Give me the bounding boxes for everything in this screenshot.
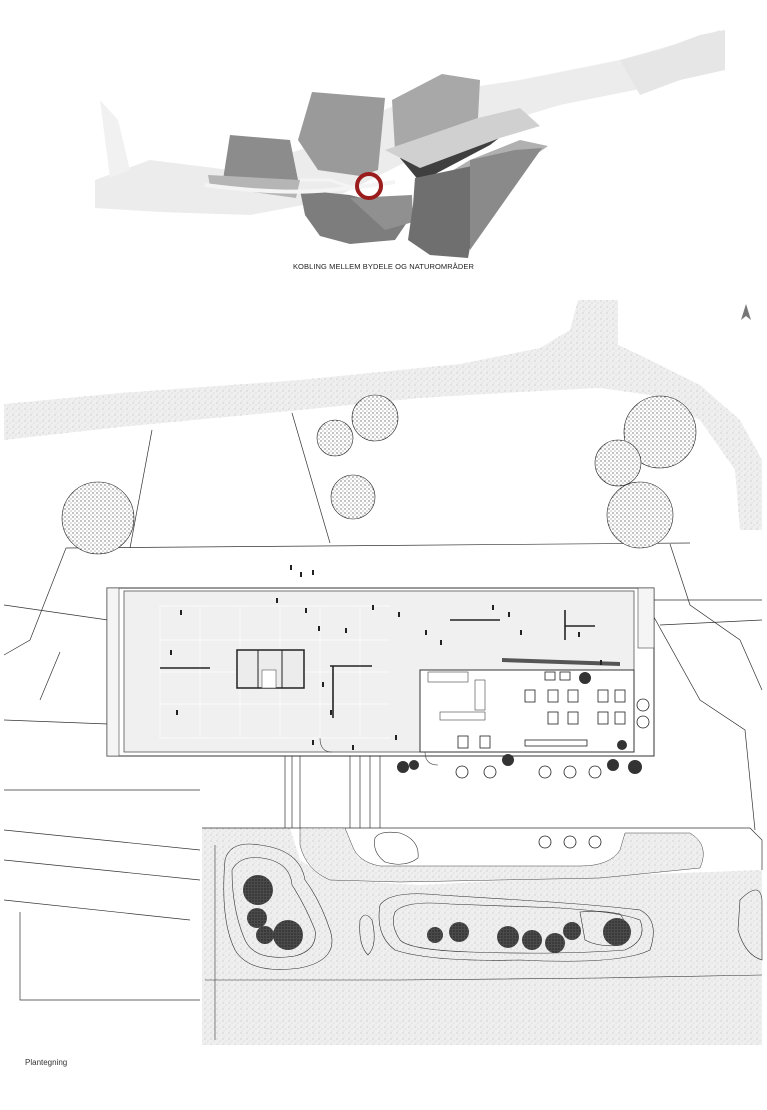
park-zone: [202, 828, 762, 1045]
outdoor-seating: [455, 698, 650, 849]
people-figures: [170, 565, 602, 750]
tree-icon: [330, 474, 376, 520]
field-boundaries: [3, 412, 763, 1001]
tree-icon: [497, 926, 519, 948]
plan-caption: Plantegning: [25, 1058, 68, 1067]
diagram-caption: KOBLING MELLEM BYDELE OG NATUROMRÅDER: [292, 262, 475, 271]
district-ridge-edge: [385, 108, 540, 168]
tree-icon: [61, 481, 135, 555]
tree-icon: [409, 760, 419, 770]
cafe-tables: [457, 671, 626, 749]
tree-icon: [256, 926, 274, 944]
tree-icon: [449, 922, 469, 942]
tree-icon: [522, 930, 542, 950]
north-arrow-icon: [741, 304, 751, 320]
district-south-east: [408, 166, 480, 258]
tree-icon: [594, 439, 642, 487]
tree-icon: [617, 740, 627, 750]
tree-icon: [243, 875, 273, 905]
cafe-area: [419, 669, 635, 753]
tree-icon: [316, 419, 354, 457]
tree-icon: [427, 927, 443, 943]
tree-icon: [351, 394, 399, 442]
tree-icon: [397, 761, 409, 773]
tree-icon: [247, 908, 267, 928]
walkway: [284, 756, 381, 828]
tree-icon: [606, 481, 674, 549]
district-north-center: [298, 92, 385, 176]
site-marker: [355, 172, 383, 200]
tree-icon: [579, 672, 591, 684]
tree-icon: [545, 933, 565, 953]
district-north-east: [392, 74, 480, 150]
district-diagram: [95, 30, 725, 258]
district-far-east: [470, 148, 542, 250]
tree-icon: [563, 922, 581, 940]
tree-icon: [607, 759, 619, 771]
tree-icon: [628, 760, 642, 774]
trees: [61, 394, 697, 953]
entrance-path: [299, 827, 704, 883]
district-south: [350, 195, 413, 230]
site-plan: [3, 300, 763, 1045]
building: [106, 587, 655, 766]
interior-walls: [160, 610, 595, 718]
road-north: [4, 300, 762, 530]
tree-icon: [603, 918, 631, 946]
tree-icon: [502, 754, 514, 766]
tree-icon: [273, 920, 303, 950]
tree-icon: [623, 395, 697, 469]
